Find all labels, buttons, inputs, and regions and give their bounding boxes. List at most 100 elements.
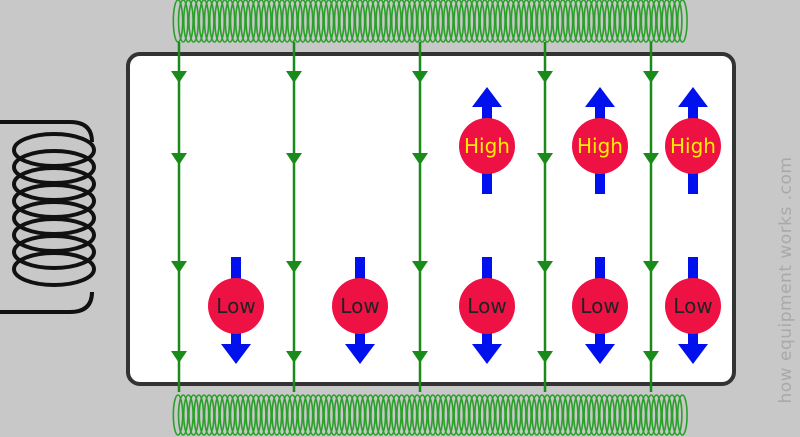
coil-turn bbox=[396, 394, 408, 436]
coil-turn bbox=[640, 394, 652, 436]
coil-turn bbox=[198, 0, 210, 43]
coil-turn bbox=[250, 0, 262, 43]
field-arrowhead bbox=[171, 71, 187, 83]
coil-turn bbox=[385, 394, 397, 436]
coil-turn bbox=[474, 394, 486, 436]
coil-turn bbox=[583, 394, 595, 436]
coil-turn bbox=[479, 0, 491, 43]
coil-turn bbox=[406, 0, 418, 43]
coil-turn bbox=[463, 0, 475, 43]
coil-turn bbox=[578, 394, 590, 436]
watermark: how equipment works .com bbox=[776, 156, 796, 404]
coil-turn bbox=[406, 394, 418, 436]
coil-turn bbox=[557, 394, 569, 436]
coil-turn bbox=[193, 0, 205, 43]
coil-turn bbox=[515, 0, 527, 43]
coil-turn bbox=[567, 394, 579, 436]
spin-low-circle bbox=[665, 278, 721, 334]
coil-turn bbox=[661, 0, 673, 43]
coil-turn bbox=[541, 394, 553, 436]
coil-turn bbox=[442, 394, 454, 436]
coil-turn bbox=[500, 0, 512, 43]
coil-turn bbox=[318, 394, 330, 436]
field-arrowhead bbox=[286, 71, 302, 83]
coil-turn bbox=[427, 0, 439, 43]
coil-turn bbox=[302, 0, 314, 43]
coil-turn bbox=[401, 0, 413, 43]
coil-turn bbox=[489, 0, 501, 43]
coil-turn bbox=[234, 394, 246, 436]
coil-turn bbox=[598, 0, 610, 43]
coil-turn bbox=[203, 394, 215, 436]
field-arrowhead bbox=[537, 71, 553, 83]
coil-turn bbox=[229, 394, 241, 436]
coil-turn bbox=[536, 0, 548, 43]
coil-turn bbox=[479, 394, 491, 436]
coil-turn bbox=[432, 394, 444, 436]
field-arrowhead bbox=[412, 153, 428, 165]
coil-turn bbox=[520, 394, 532, 436]
coil-turn bbox=[572, 0, 584, 43]
coil-turn bbox=[552, 394, 564, 436]
coil-turn bbox=[318, 0, 330, 43]
coil-turn bbox=[474, 0, 486, 43]
field-arrowhead bbox=[286, 153, 302, 165]
coil-turn bbox=[526, 394, 538, 436]
coil-turn bbox=[224, 394, 236, 436]
coil-turn bbox=[505, 0, 517, 43]
coil-turn bbox=[281, 394, 293, 436]
coil-turn bbox=[630, 394, 642, 436]
coil-turn bbox=[676, 394, 688, 436]
coil-turn bbox=[245, 0, 257, 43]
spin-high-label: High bbox=[464, 134, 510, 158]
coil-turn bbox=[333, 0, 345, 43]
coil-turn bbox=[437, 394, 449, 436]
coil-turn bbox=[307, 0, 319, 43]
coil-turn bbox=[624, 394, 636, 436]
coil-turn bbox=[364, 394, 376, 436]
coil-turn bbox=[208, 0, 220, 43]
coil-turn bbox=[422, 394, 434, 436]
spin-arrow-head-down bbox=[678, 344, 708, 364]
spin-arrow-head-down bbox=[221, 344, 251, 364]
spin-low-label: Low bbox=[580, 294, 619, 318]
coil-turn bbox=[552, 0, 564, 43]
coil-turn bbox=[312, 0, 324, 43]
coil-turn bbox=[650, 0, 662, 43]
coil-turn bbox=[578, 0, 590, 43]
spin-low-circle bbox=[208, 278, 264, 334]
field-arrowhead bbox=[643, 153, 659, 165]
coil-turn bbox=[188, 0, 200, 43]
coil-turn bbox=[588, 0, 600, 43]
coil-turn bbox=[604, 394, 616, 436]
coil-turn bbox=[219, 394, 231, 436]
coil-turn bbox=[671, 0, 683, 43]
coil-turn bbox=[494, 394, 506, 436]
coil-turn bbox=[182, 0, 194, 43]
coil-turn bbox=[266, 0, 278, 43]
coil-turn bbox=[411, 394, 423, 436]
coil-turn bbox=[614, 394, 626, 436]
coil-turn bbox=[416, 0, 428, 43]
coil-turn bbox=[593, 0, 605, 43]
coil-turn bbox=[193, 394, 205, 436]
coil-turn bbox=[245, 394, 257, 436]
coil-turn bbox=[172, 394, 184, 436]
coil-turn bbox=[312, 394, 324, 436]
coil-turn bbox=[609, 0, 621, 43]
spin-low-circle bbox=[572, 278, 628, 334]
spin-low-circle bbox=[459, 278, 515, 334]
coil-turn bbox=[214, 394, 226, 436]
coil-turn bbox=[635, 394, 647, 436]
bottom-coil-icon bbox=[172, 394, 688, 436]
field-arrowhead bbox=[412, 71, 428, 83]
coil-turn bbox=[281, 0, 293, 43]
coil-turn bbox=[297, 0, 309, 43]
field-arrowhead bbox=[643, 351, 659, 363]
coil-turn bbox=[250, 394, 262, 436]
coil-turn bbox=[344, 0, 356, 43]
coil-turn bbox=[453, 394, 465, 436]
coil-turn bbox=[624, 0, 636, 43]
coil-turn bbox=[442, 0, 454, 43]
